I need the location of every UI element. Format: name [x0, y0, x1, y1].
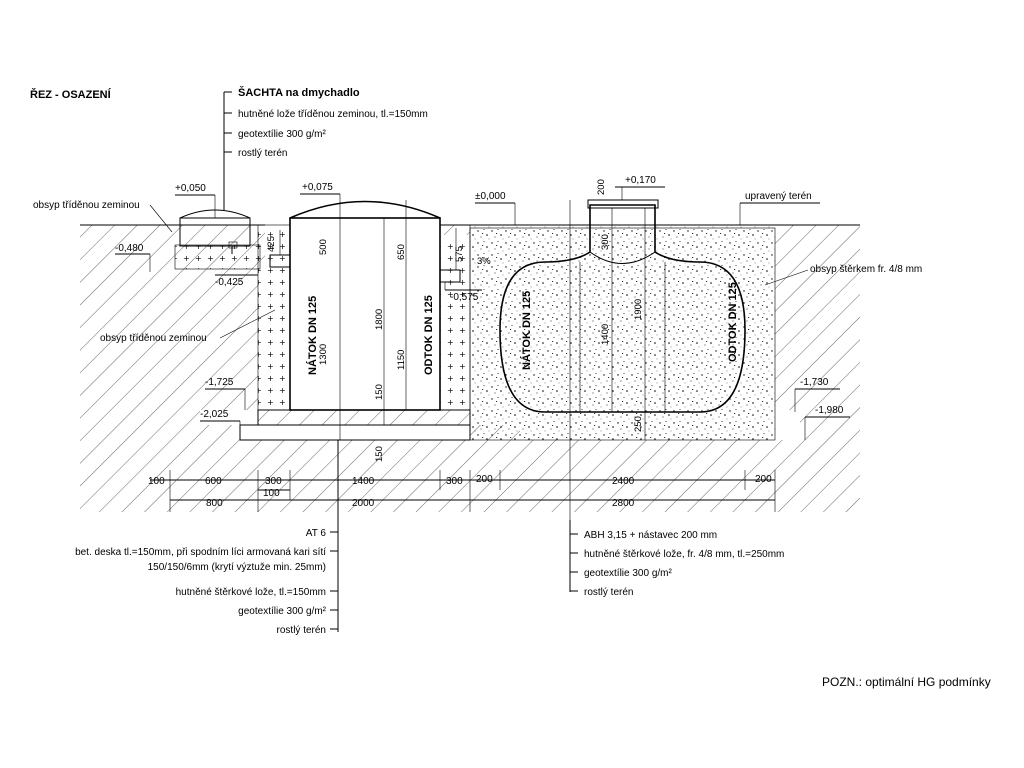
slope-label: 3% [477, 256, 491, 267]
abh-label-2: geotextílie 300 g/m² [584, 568, 672, 579]
level-at6-foundation: -2,025 [200, 409, 229, 420]
dim-575: 575 [454, 246, 465, 262]
at6-gravel-bed [239, 424, 471, 441]
level-at6-outlet: -0,575 [450, 292, 479, 303]
level-zero: ±0,000 [475, 191, 506, 202]
dim-200-top: 200 [596, 179, 607, 195]
dim-bottom-800: 800 [206, 498, 223, 509]
abh-label-group: ABH 3,15 + nástavec 200 mm hutněné štěrk… [569, 520, 784, 598]
abh-natok-label: NÁTOK DN 125 [520, 291, 533, 370]
at6-label-1: bet. deska tl.=150mm, při spodním líci a… [75, 547, 326, 558]
dim-bottom-300-a: 300 [265, 476, 282, 487]
level-shaft-top: +0,050 [175, 183, 206, 194]
at6-label-5: rostlý terén [277, 625, 326, 636]
obsyp-left-top-label: obsyp tříděnou zeminou [33, 200, 140, 211]
level-shaft-inlet: -0,425 [215, 277, 244, 288]
at6-left-backfill [258, 225, 290, 410]
dim-150a: 150 [374, 384, 385, 400]
note-text: POZN.: optimální HG podmínky [822, 675, 991, 689]
obsyp-sterk-label: obsyp štěrkem fr. 4/8 mm [810, 264, 922, 275]
level-abh-top: +0,170 [625, 175, 656, 186]
dim-bottom-600: 600 [205, 476, 222, 487]
dim-bottom-1400: 1400 [352, 476, 375, 487]
at6-odtok-label: ODTOK DN 125 [423, 295, 435, 375]
level-at6-top: +0,075 [302, 182, 333, 193]
at6-label-2: 150/150/6mm (krytí výztuže min. 25mm) [148, 562, 326, 573]
at6-dimensions: 425 575 500 650 1800 1300 1150 150 150 N… [266, 200, 465, 462]
dim-150b: 150 [374, 446, 385, 462]
at6-label-4: geotextílie 300 g/m² [238, 606, 326, 617]
abh-label-0: ABH 3,15 + nástavec 200 mm [584, 530, 717, 541]
dim-1900: 1900 [633, 299, 644, 320]
dim-1300: 1300 [318, 344, 329, 365]
at6-natok-label: NÁTOK DN 125 [306, 296, 319, 375]
shaft-label-2: geotextílie 300 g/m² [238, 129, 326, 140]
dim-250: 250 [633, 416, 644, 432]
at6-label-0: AT 6 [306, 528, 327, 539]
abh-label-3: rostlý terén [584, 587, 633, 598]
dim-300: 300 [600, 234, 611, 250]
dim-bottom-100-b: 100 [263, 488, 280, 499]
at6-right-backfill [440, 240, 470, 410]
level-markers: +0,050 +0,075 ±0,000 +0,170 upravený ter… [115, 175, 850, 440]
abh-dimensions: 200 300 1400 1900 250 3% NÁTOK DN 125 OD… [477, 179, 739, 520]
drawing-title: ŘEZ - OSAZENÍ [30, 88, 112, 101]
shaft-label-group: ŠACHTA na dmychadlo hutněné lože tříděno… [223, 86, 428, 210]
dim-1150: 1150 [396, 350, 407, 370]
dim-425: 425 [266, 236, 277, 252]
dim-500: 500 [318, 239, 329, 255]
shaft-label-0: ŠACHTA na dmychadlo [238, 86, 360, 99]
dim-bottom-2000: 2000 [352, 498, 375, 509]
dim-bottom-2800: 2800 [612, 498, 635, 509]
at6-label-3: hutněné štěrkové lože, tl.=150mm [176, 587, 326, 598]
abh-odtok-label: ODTOK DN 125 [727, 282, 739, 362]
level-abh-bottom: -1,730 [800, 377, 829, 388]
dim-650: 650 [396, 244, 407, 260]
dim-bottom-300-b: 300 [446, 476, 463, 487]
dim-bottom-200-a: 200 [476, 474, 493, 485]
bottom-dimension-chain: 100 600 300 1400 300 200 2400 200 100 80… [148, 470, 776, 512]
level-at6-bottom: -1,725 [205, 377, 234, 388]
abh-label-1: hutněné štěrkové lože, fr. 4/8 mm, tl.=2… [584, 549, 784, 560]
dim-bottom-200-b: 200 [755, 474, 772, 485]
shaft-label-3: rostlý terén [238, 148, 287, 159]
dim-bottom-100-a: 100 [148, 476, 165, 487]
at6-label-group: AT 6 bet. deska tl.=150mm, při spodním l… [75, 440, 339, 636]
level-shaft-bottom: -0,480 [115, 243, 144, 254]
shaft-label-1: hutněné lože tříděnou zeminou, tl.=150mm [238, 109, 428, 120]
dim-bottom-2400: 2400 [612, 476, 635, 487]
upraveny-teren-label: upravený terén [745, 191, 812, 202]
dim-1400-vertical: 1400 [600, 324, 611, 345]
obsyp-left-mid-label: obsyp tříděnou zeminou [100, 333, 207, 344]
abh-tank [499, 199, 746, 413]
side-labels: obsyp tříděnou zeminou obsyp tříděnou ze… [33, 200, 922, 344]
at6-concrete-slab [258, 410, 470, 425]
level-abh-foundation: -1,980 [815, 405, 844, 416]
dim-1800: 1800 [374, 309, 385, 330]
